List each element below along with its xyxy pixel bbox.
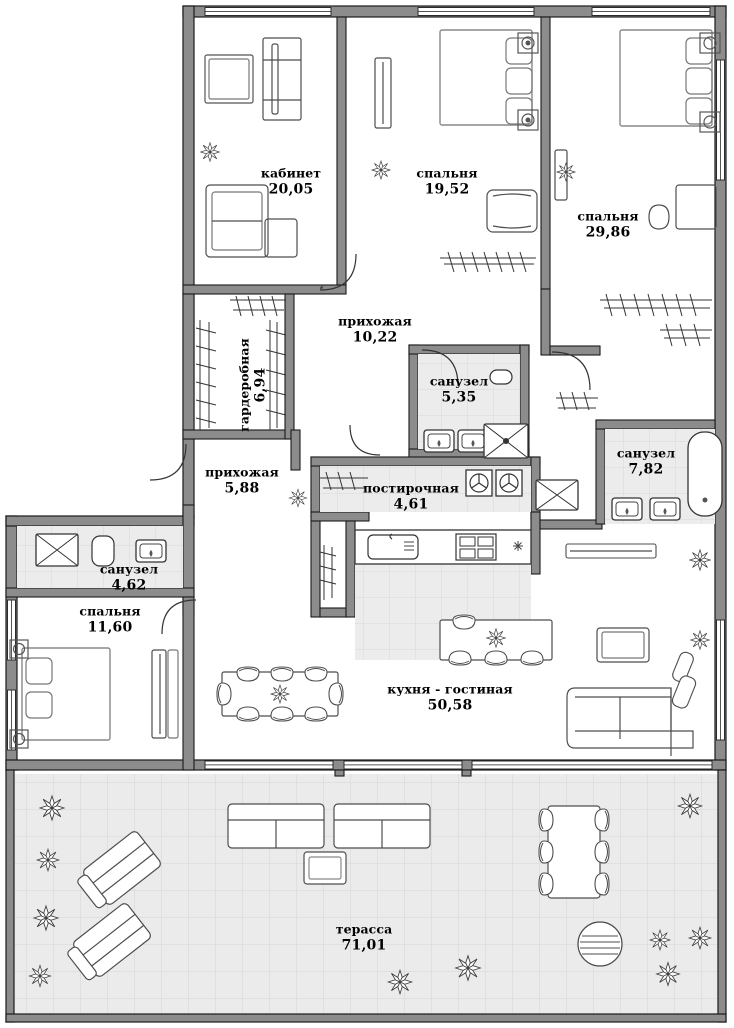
furniture-kabinet [200, 37, 302, 258]
furniture-spalnya-2986 [554, 29, 721, 347]
furniture-spalnya-1952 [371, 29, 539, 273]
furniture-spalnya-1160 [9, 639, 179, 749]
furniture-garderobnaya [195, 295, 287, 430]
fixtures-sanuzel-535 [423, 369, 529, 459]
doors-hallway [149, 253, 591, 635]
furniture-kitchen [354, 529, 553, 666]
fixtures-postirochnaya [288, 469, 579, 600]
fixtures-sanuzel-462 [35, 533, 167, 567]
furniture-layer [9, 29, 723, 995]
furniture-terrace [29, 793, 712, 995]
fixtures-sanuzel-782 [556, 391, 723, 521]
furniture-living [216, 543, 711, 756]
